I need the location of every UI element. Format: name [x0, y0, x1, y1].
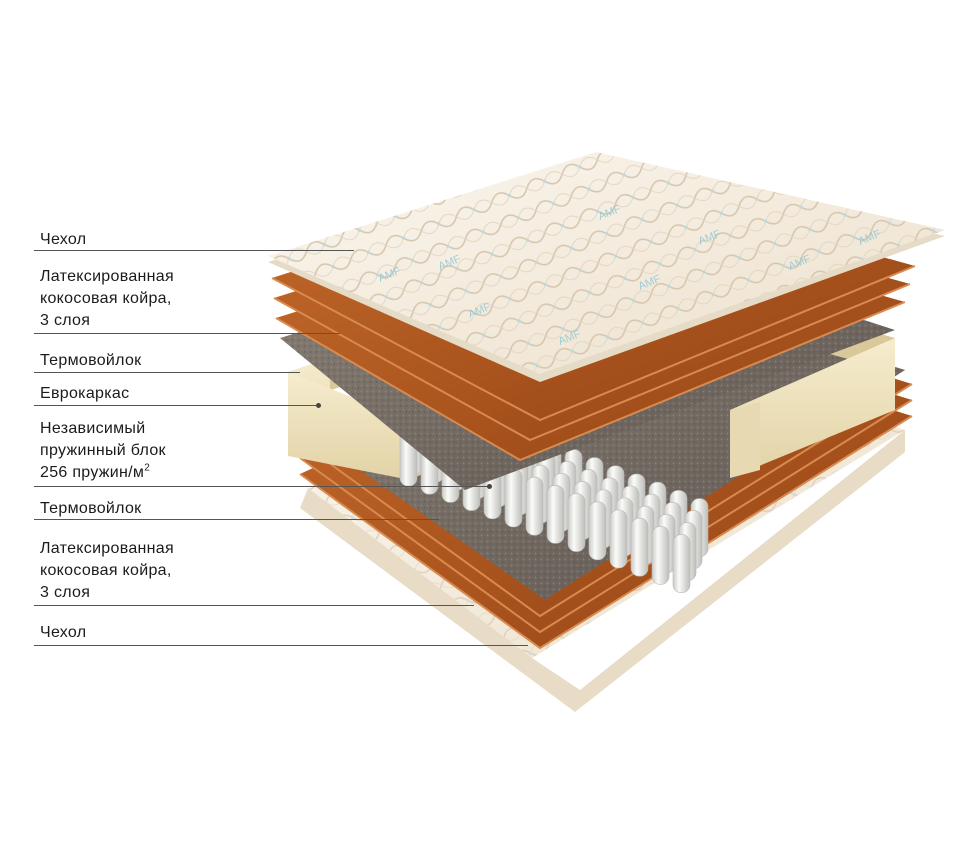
label-felt-top-text: Термовойлок — [40, 350, 141, 372]
label-cover-top: Чехол — [40, 229, 86, 251]
label-springs-density: 256 пружин/м — [40, 464, 144, 481]
spring-pocket — [631, 518, 648, 576]
leader-felt-top — [34, 372, 300, 373]
leader-frame — [34, 405, 318, 406]
leader-cover-bottom — [34, 645, 528, 646]
label-springs-line-2: пружинный блок — [40, 440, 166, 462]
leader-dot-springs — [487, 484, 492, 489]
spring-pocket — [652, 526, 669, 584]
spring-pocket — [505, 469, 522, 527]
label-springs: Независимый пружинный блок 256 пружин/м2 — [40, 418, 166, 484]
leader-springs — [34, 486, 489, 487]
label-springs-line-3: 256 пружин/м2 — [40, 462, 166, 484]
label-coir-bottom-line-2: кокосовая койра, — [40, 560, 174, 582]
leader-coir-top — [34, 333, 340, 334]
label-cover-bottom: Чехол — [40, 622, 86, 644]
label-cover-bottom-text: Чехол — [40, 622, 86, 644]
leader-dot-frame — [316, 403, 321, 408]
label-springs-line-1: Независимый — [40, 418, 166, 440]
label-coir-top-line-2: кокосовая койра, — [40, 288, 174, 310]
label-felt-bottom-text: Термовойлок — [40, 498, 141, 520]
label-coir-bottom: Латексированная кокосовая койра, 3 слоя — [40, 538, 174, 604]
label-frame-text: Еврокаркас — [40, 383, 129, 405]
label-coir-bottom-line-1: Латексированная — [40, 538, 174, 560]
spring-pocket — [673, 535, 690, 593]
label-felt-top: Термовойлок — [40, 350, 141, 372]
spring-pocket — [568, 494, 585, 552]
label-coir-top-line-3: 3 слоя — [40, 310, 174, 332]
label-coir-top: Латексированная кокосовая койра, 3 слоя — [40, 266, 174, 332]
spring-pocket — [589, 502, 606, 560]
label-springs-exponent: 2 — [144, 463, 150, 474]
leader-coir-bottom — [34, 605, 474, 606]
label-coir-top-line-1: Латексированная — [40, 266, 174, 288]
label-felt-bottom: Термовойлок — [40, 498, 141, 520]
spring-pocket — [610, 510, 627, 568]
spring-pocket — [547, 485, 564, 543]
label-frame: Еврокаркас — [40, 383, 129, 405]
label-coir-bottom-line-3: 3 слоя — [40, 582, 174, 604]
spring-pocket — [526, 477, 543, 535]
label-cover-top-text: Чехол — [40, 229, 86, 251]
